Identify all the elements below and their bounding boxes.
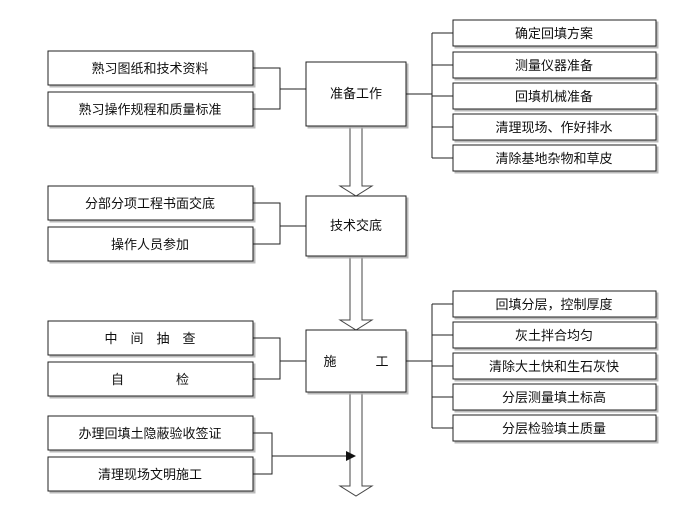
prepare-task-1: 确定回填方案 — [452, 19, 657, 47]
finish-arrowhead — [346, 451, 356, 461]
inspection-bracket — [253, 337, 306, 380]
finish-1-label: 办理回填土隐蔽验收签证 — [78, 426, 221, 442]
prepare-task-2-label: 测量仪器准备 — [515, 58, 593, 74]
prepare-task-4: 清理现场、作好排水 — [452, 113, 657, 141]
arrow-construction-to-end — [338, 381, 374, 497]
construction-task-5-label: 分层检验填土质量 — [502, 421, 606, 437]
inspection-2: 自 检 — [47, 361, 254, 397]
tech-input-bracket — [253, 202, 306, 245]
prepare-input-bracket — [253, 67, 306, 110]
step-prepare: 准备工作 — [305, 61, 407, 127]
construction-task-bracket — [406, 303, 453, 429]
prepare-input-1-label: 熟习图纸和技术资料 — [91, 61, 208, 77]
inspection-2-label: 自 检 — [111, 373, 189, 388]
construction-task-4: 分层测量填土标高 — [452, 383, 657, 411]
prepare-task-bracket — [406, 32, 453, 159]
finish-2: 清理现场文明施工 — [47, 456, 254, 492]
construction-task-3: 清除大土快和生石灰快 — [452, 352, 657, 380]
inspection-1: 中 间 抽 查 — [47, 320, 254, 356]
inspection-1-label: 中 间 抽 查 — [104, 332, 195, 347]
step-construction: 施 工 — [305, 329, 407, 393]
prepare-task-3-label: 回填机械准备 — [515, 89, 593, 105]
construction-task-1: 回填分层，控制厚度 — [452, 290, 657, 318]
tech-input-1: 分部分项工程书面交底 — [47, 185, 254, 221]
construction-task-4-label: 分层测量填土标高 — [502, 390, 606, 406]
construction-task-2: 灰土拌合均匀 — [452, 321, 657, 349]
prepare-task-2: 测量仪器准备 — [452, 51, 657, 79]
prepare-input-2: 熟习操作规程和质量标准 — [47, 91, 254, 127]
construction-task-3-label: 清除大土快和生石灰快 — [489, 360, 619, 375]
step-construction-label: 施 工 — [323, 355, 388, 370]
prepare-input-2-label: 熟习操作规程和质量标准 — [78, 102, 221, 118]
construction-task-2-label: 灰土拌合均匀 — [515, 329, 593, 344]
prepare-task-4-label: 清理现场、作好排水 — [495, 121, 612, 136]
step-tech-briefing: 技术交底 — [305, 195, 407, 257]
tech-input-2: 操作人员参加 — [47, 226, 254, 262]
construction-task-1-label: 回填分层，控制厚度 — [495, 297, 612, 313]
finish-bracket — [253, 432, 346, 475]
step-tech-briefing-label: 技术交底 — [330, 218, 382, 234]
prepare-task-5-label: 清除基地杂物和草皮 — [495, 152, 612, 167]
construction-task-5: 分层检验填土质量 — [452, 414, 657, 442]
prepare-task-5: 清除基地杂物和草皮 — [452, 144, 657, 172]
tech-input-2-label: 操作人员参加 — [111, 237, 189, 253]
step-prepare-label: 准备工作 — [330, 86, 382, 102]
prepare-task-3: 回填机械准备 — [452, 82, 657, 110]
tech-input-1-label: 分部分项工程书面交底 — [85, 196, 215, 212]
finish-2-label: 清理现场文明施工 — [98, 468, 202, 483]
finish-1: 办理回填土隐蔽验收签证 — [47, 415, 254, 451]
prepare-task-1-label: 确定回填方案 — [515, 26, 593, 42]
arrow-prepare-to-tech — [338, 125, 374, 197]
prepare-input-1: 熟习图纸和技术资料 — [47, 50, 254, 86]
